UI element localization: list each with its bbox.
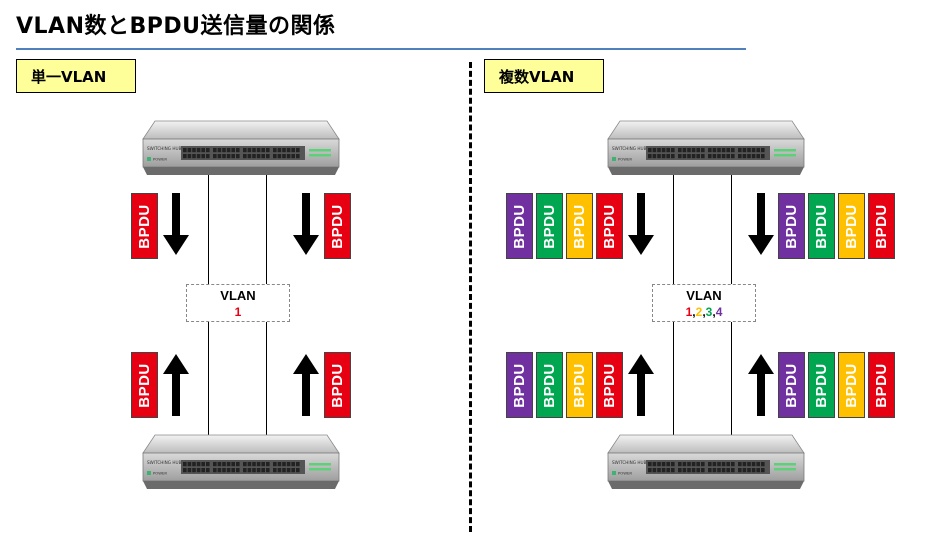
vlan-id-4: 4	[715, 305, 723, 319]
bpdu-text: BPDU	[813, 203, 831, 249]
bpdu-frame: BPDU	[808, 193, 835, 259]
bpdu-frame: BPDU	[536, 193, 563, 259]
section-divider	[469, 62, 472, 532]
bpdu-frame: BPDU	[566, 193, 593, 259]
bpdu-text: BPDU	[329, 203, 347, 249]
bpdu-frame: BPDU	[596, 193, 623, 259]
bpdu-text: BPDU	[843, 362, 861, 408]
vlan-box-title: VLAN	[686, 288, 722, 303]
single-vlan-label: 単一VLAN	[16, 59, 136, 93]
bpdu-frame: BPDU	[131, 193, 158, 259]
arrow-up-icon	[293, 354, 319, 416]
svg-text:SWITCHING HUB: SWITCHING HUB	[612, 460, 647, 465]
switch-top-right: SWITCHING HUB POWER	[606, 119, 806, 189]
bpdu-text: BPDU	[601, 362, 619, 408]
vlan-id-list: 1,2,3,4	[653, 305, 755, 319]
svg-text:POWER: POWER	[618, 157, 632, 162]
switch-top-left: SWITCHING HUB POWER	[141, 119, 341, 189]
title-underline	[16, 48, 746, 50]
bpdu-text: BPDU	[541, 362, 559, 408]
bpdu-text: BPDU	[329, 362, 347, 408]
arrow-down-icon	[163, 193, 189, 255]
vlan-id-2: 2	[695, 305, 703, 319]
vlan-id-3: 3	[705, 305, 713, 319]
vlan-id-1: 1	[685, 305, 693, 319]
bpdu-text: BPDU	[843, 203, 861, 249]
bpdu-frame: BPDU	[324, 193, 351, 259]
bpdu-frame: BPDU	[506, 193, 533, 259]
bpdu-text: BPDU	[136, 362, 154, 408]
vlan-id-list: 1	[187, 305, 289, 319]
vlan-id-separator: ,	[712, 305, 716, 319]
bpdu-text: BPDU	[541, 203, 559, 249]
bpdu-frame: BPDU	[838, 352, 865, 418]
bpdu-frame: BPDU	[868, 193, 895, 259]
vlan-box-left: VLAN 1	[186, 284, 290, 322]
svg-text:POWER: POWER	[153, 157, 167, 162]
bpdu-frame: BPDU	[596, 352, 623, 418]
bpdu-frame: BPDU	[536, 352, 563, 418]
bpdu-text: BPDU	[601, 203, 619, 249]
bpdu-text: BPDU	[571, 362, 589, 408]
multi-vlan-label: 複数VLAN	[484, 59, 604, 93]
bpdu-frame: BPDU	[506, 352, 533, 418]
svg-text:SWITCHING HUB: SWITCHING HUB	[147, 460, 182, 465]
svg-text:SWITCHING HUB: SWITCHING HUB	[612, 146, 647, 151]
page-title: VLAN数とBPDU送信量の関係	[16, 14, 336, 39]
vlan-id-separator: ,	[692, 305, 696, 319]
bpdu-frame: BPDU	[868, 352, 895, 418]
switch-bottom-left: SWITCHING HUB POWER	[141, 433, 341, 503]
arrow-up-icon	[163, 354, 189, 416]
svg-text:POWER: POWER	[153, 471, 167, 476]
bpdu-frame: BPDU	[778, 193, 805, 259]
arrow-up-icon	[748, 354, 774, 416]
svg-text:POWER: POWER	[618, 471, 632, 476]
svg-text:SWITCHING HUB: SWITCHING HUB	[147, 146, 182, 151]
bpdu-text: BPDU	[873, 203, 891, 249]
vlan-id-1: 1	[234, 305, 242, 319]
vlan-id-separator: ,	[702, 305, 706, 319]
arrow-down-icon	[628, 193, 654, 255]
bpdu-frame: BPDU	[838, 193, 865, 259]
bpdu-text: BPDU	[511, 203, 529, 249]
bpdu-text: BPDU	[136, 203, 154, 249]
bpdu-text: BPDU	[571, 203, 589, 249]
bpdu-frame: BPDU	[131, 352, 158, 418]
switch-bottom-right: SWITCHING HUB POWER	[606, 433, 806, 503]
bpdu-frame: BPDU	[778, 352, 805, 418]
bpdu-text: BPDU	[783, 203, 801, 249]
bpdu-frame: BPDU	[566, 352, 593, 418]
arrow-down-icon	[293, 193, 319, 255]
bpdu-frame: BPDU	[808, 352, 835, 418]
arrow-down-icon	[748, 193, 774, 255]
bpdu-text: BPDU	[813, 362, 831, 408]
bpdu-text: BPDU	[873, 362, 891, 408]
vlan-box-title: VLAN	[220, 288, 256, 303]
bpdu-text: BPDU	[783, 362, 801, 408]
bpdu-frame: BPDU	[324, 352, 351, 418]
arrow-up-icon	[628, 354, 654, 416]
bpdu-text: BPDU	[511, 362, 529, 408]
